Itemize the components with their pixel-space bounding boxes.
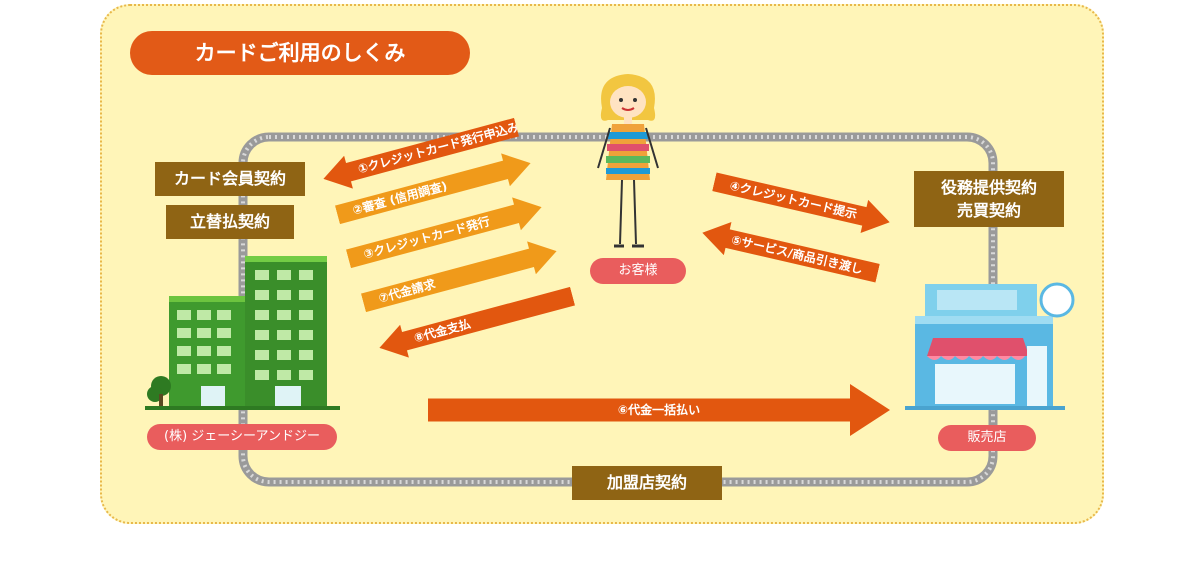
customer-girl-icon xyxy=(597,74,659,248)
service-contract-line2: 売買契約 xyxy=(956,201,1021,220)
store-name-label: 販売店 xyxy=(938,425,1036,451)
company-building-icon xyxy=(145,256,340,410)
service-contract-label: 役務提供契約 売買契約 xyxy=(914,171,1064,227)
advance-payment-contract-label: 立替払契約 xyxy=(166,205,294,239)
service-contract-line1: 役務提供契約 xyxy=(940,178,1037,197)
card-member-contract-label: カード会員契約 xyxy=(155,162,305,196)
company-name-label: (株) ジェーシーアンドジー xyxy=(147,424,337,450)
store-building-icon xyxy=(905,282,1075,410)
page-title: カードご利用のしくみ xyxy=(130,31,470,75)
merchant-contract-label: 加盟店契約 xyxy=(572,466,722,500)
customer-name-label: お客様 xyxy=(590,258,686,284)
